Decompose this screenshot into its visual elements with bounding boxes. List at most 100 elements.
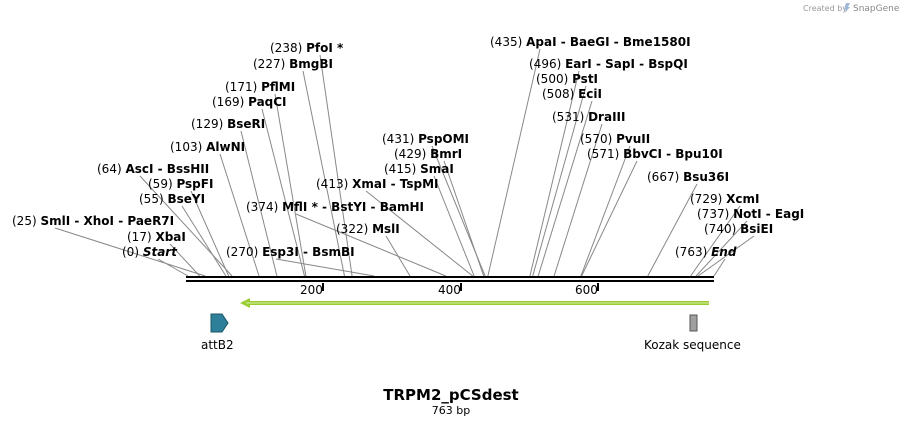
enzyme-site-position: (103) [170,140,206,154]
enzyme-site-position: (431) [382,132,418,146]
enzyme-site-label[interactable]: (322) MslI [336,222,400,236]
leader-line [537,100,593,277]
enzyme-site-position: (496) [529,57,565,71]
enzyme-site-name: SmlI - XhoI - PaeR7I [40,214,174,228]
enzyme-site-label[interactable]: (431) PspOMI [382,132,469,146]
enzyme-site-label[interactable]: (763) End [675,245,737,259]
enzyme-site-label[interactable]: (570) PvuII [580,132,650,146]
enzyme-site-label[interactable]: (667) Bsu36I [647,170,729,184]
leader-line [295,213,446,277]
enzyme-site-label[interactable]: (270) Esp3I - BsmBI [226,245,355,259]
enzyme-site-name: XcmI [726,192,759,206]
enzyme-site-label[interactable]: (25) SmlI - XhoI - PaeR7I [12,214,174,228]
enzyme-site-name: AscI - BssHII [125,162,209,176]
enzyme-site-label[interactable]: (531) DraIII [552,110,625,124]
enzyme-site-label[interactable]: (571) BbvCI - Bpu10I [587,147,723,161]
leader-line [169,243,201,277]
orf-arrow[interactable] [240,298,709,308]
enzyme-site-label[interactable]: (17) XbaI [127,230,186,244]
enzyme-site-name: BmgBI [289,57,333,71]
enzyme-site-name: ApaI - BaeGI - Bme1580I [526,35,690,49]
leader-line [275,258,375,277]
enzyme-site-name: PspOMI [418,132,469,146]
leader-line [433,175,475,277]
feature-attb2[interactable]: attB2 [201,313,234,352]
enzyme-site-label[interactable]: (169) PaqCI [212,95,287,109]
enzyme-site-name: PspFI [176,177,213,191]
enzyme-site-label[interactable]: (429) BmrI [394,147,462,161]
enzyme-site-position: (763) [675,245,711,259]
enzyme-site-name: NotI - EagI [733,207,804,221]
enzyme-site-label[interactable]: (171) PflMI [225,80,295,94]
enzyme-site-position: (25) [12,214,40,228]
enzyme-site-position: (0) [122,245,143,259]
enzyme-site-position: (435) [490,35,526,49]
enzyme-site-position: (322) [336,222,372,236]
leader-line [553,123,603,277]
enzyme-site-name: EciI [578,87,602,101]
enzyme-site-name: BsiEI [740,222,773,236]
leader-line [157,258,189,277]
enzyme-site-position: (238) [270,41,306,55]
credit-prefix: Created by [803,4,847,13]
enzyme-site-label[interactable]: (374) MflI * - BstYI - BamHI [246,200,424,214]
leader-line [695,220,748,277]
enzyme-site-label[interactable]: (238) PfoI * [270,41,344,55]
enzyme-site-position: (169) [212,95,248,109]
leader-lines [54,48,755,277]
leader-line [219,153,260,277]
enzyme-site-position: (729) [690,192,726,206]
enzyme-site-name: PvuII [616,132,650,146]
leader-line [487,48,541,277]
enzyme-site-position: (740) [704,222,740,236]
enzyme-site-label[interactable]: (740) BsiEI [704,222,773,236]
enzyme-site-name: BseRI [227,117,265,131]
enzyme-site-name: End [711,245,737,259]
feature-label-attb2: attB2 [201,338,234,352]
enzyme-site-label[interactable]: (415) SmaI [384,162,454,176]
enzyme-site-label[interactable]: (508) EciI [542,87,602,101]
leader-line [532,85,587,277]
enzyme-site-position: (227) [253,57,289,71]
enzyme-site-position: (737) [697,207,733,221]
leader-line [54,227,206,277]
enzyme-site-label[interactable]: (413) XmaI - TspMI [316,177,438,191]
enzyme-site-label[interactable]: (55) BseYI [139,192,205,206]
enzyme-site-name: SmaI [420,162,454,176]
leader-line [261,108,305,277]
leader-line [240,130,278,277]
enzyme-site-label[interactable]: (435) ApaI - BaeGI - Bme1580I [490,35,691,49]
enzyme-site-name: Esp3I - BsmBI [262,245,354,259]
enzyme-labels: (0) Start(17) XbaI (25) SmlI - XhoI - Pae… [12,35,804,259]
axis-tick-label: 200 [300,283,323,297]
enzyme-site-label[interactable]: (129) BseRI [191,117,265,131]
enzyme-site-label[interactable]: (729) XcmI [690,192,759,206]
leader-line [580,145,631,277]
enzyme-site-label[interactable]: (103) AlwNI [170,140,245,154]
enzyme-site-label[interactable]: (500) PstI [536,72,598,86]
enzyme-site-position: (129) [191,117,227,131]
leader-line [581,160,638,277]
axis-tick-600: 600 [575,283,599,297]
enzyme-site-label[interactable]: (59) PspFI [148,177,213,191]
leader-line [190,190,230,277]
leader-line [365,190,474,277]
enzyme-site-name: PfoI * [306,41,344,55]
enzyme-site-name: BbvCI - Bpu10I [623,147,723,161]
feature-kozak-sequence[interactable]: Kozak sequence [644,314,741,352]
enzyme-site-position: (571) [587,147,623,161]
enzyme-site-label[interactable]: (0) Start [122,245,178,259]
enzyme-site-name: PaqCI [248,95,286,109]
enzyme-site-label[interactable]: (64) AscI - BssHII [97,162,209,176]
enzyme-site-name: PflMI [261,80,295,94]
axis-tick-label: 400 [438,283,461,297]
sequence-backbone [186,276,714,282]
enzyme-site-label[interactable]: (227) BmgBI [253,57,333,71]
enzyme-site-position: (415) [384,162,420,176]
enzyme-site-position: (413) [316,177,352,191]
enzyme-site-name: BmrI [430,147,462,161]
enzyme-site-position: (17) [127,230,155,244]
leader-line [697,235,755,277]
enzyme-site-label[interactable]: (496) EarI - SapI - BspQI [529,57,688,71]
enzyme-site-label[interactable]: (737) NotI - EagI [697,207,804,221]
